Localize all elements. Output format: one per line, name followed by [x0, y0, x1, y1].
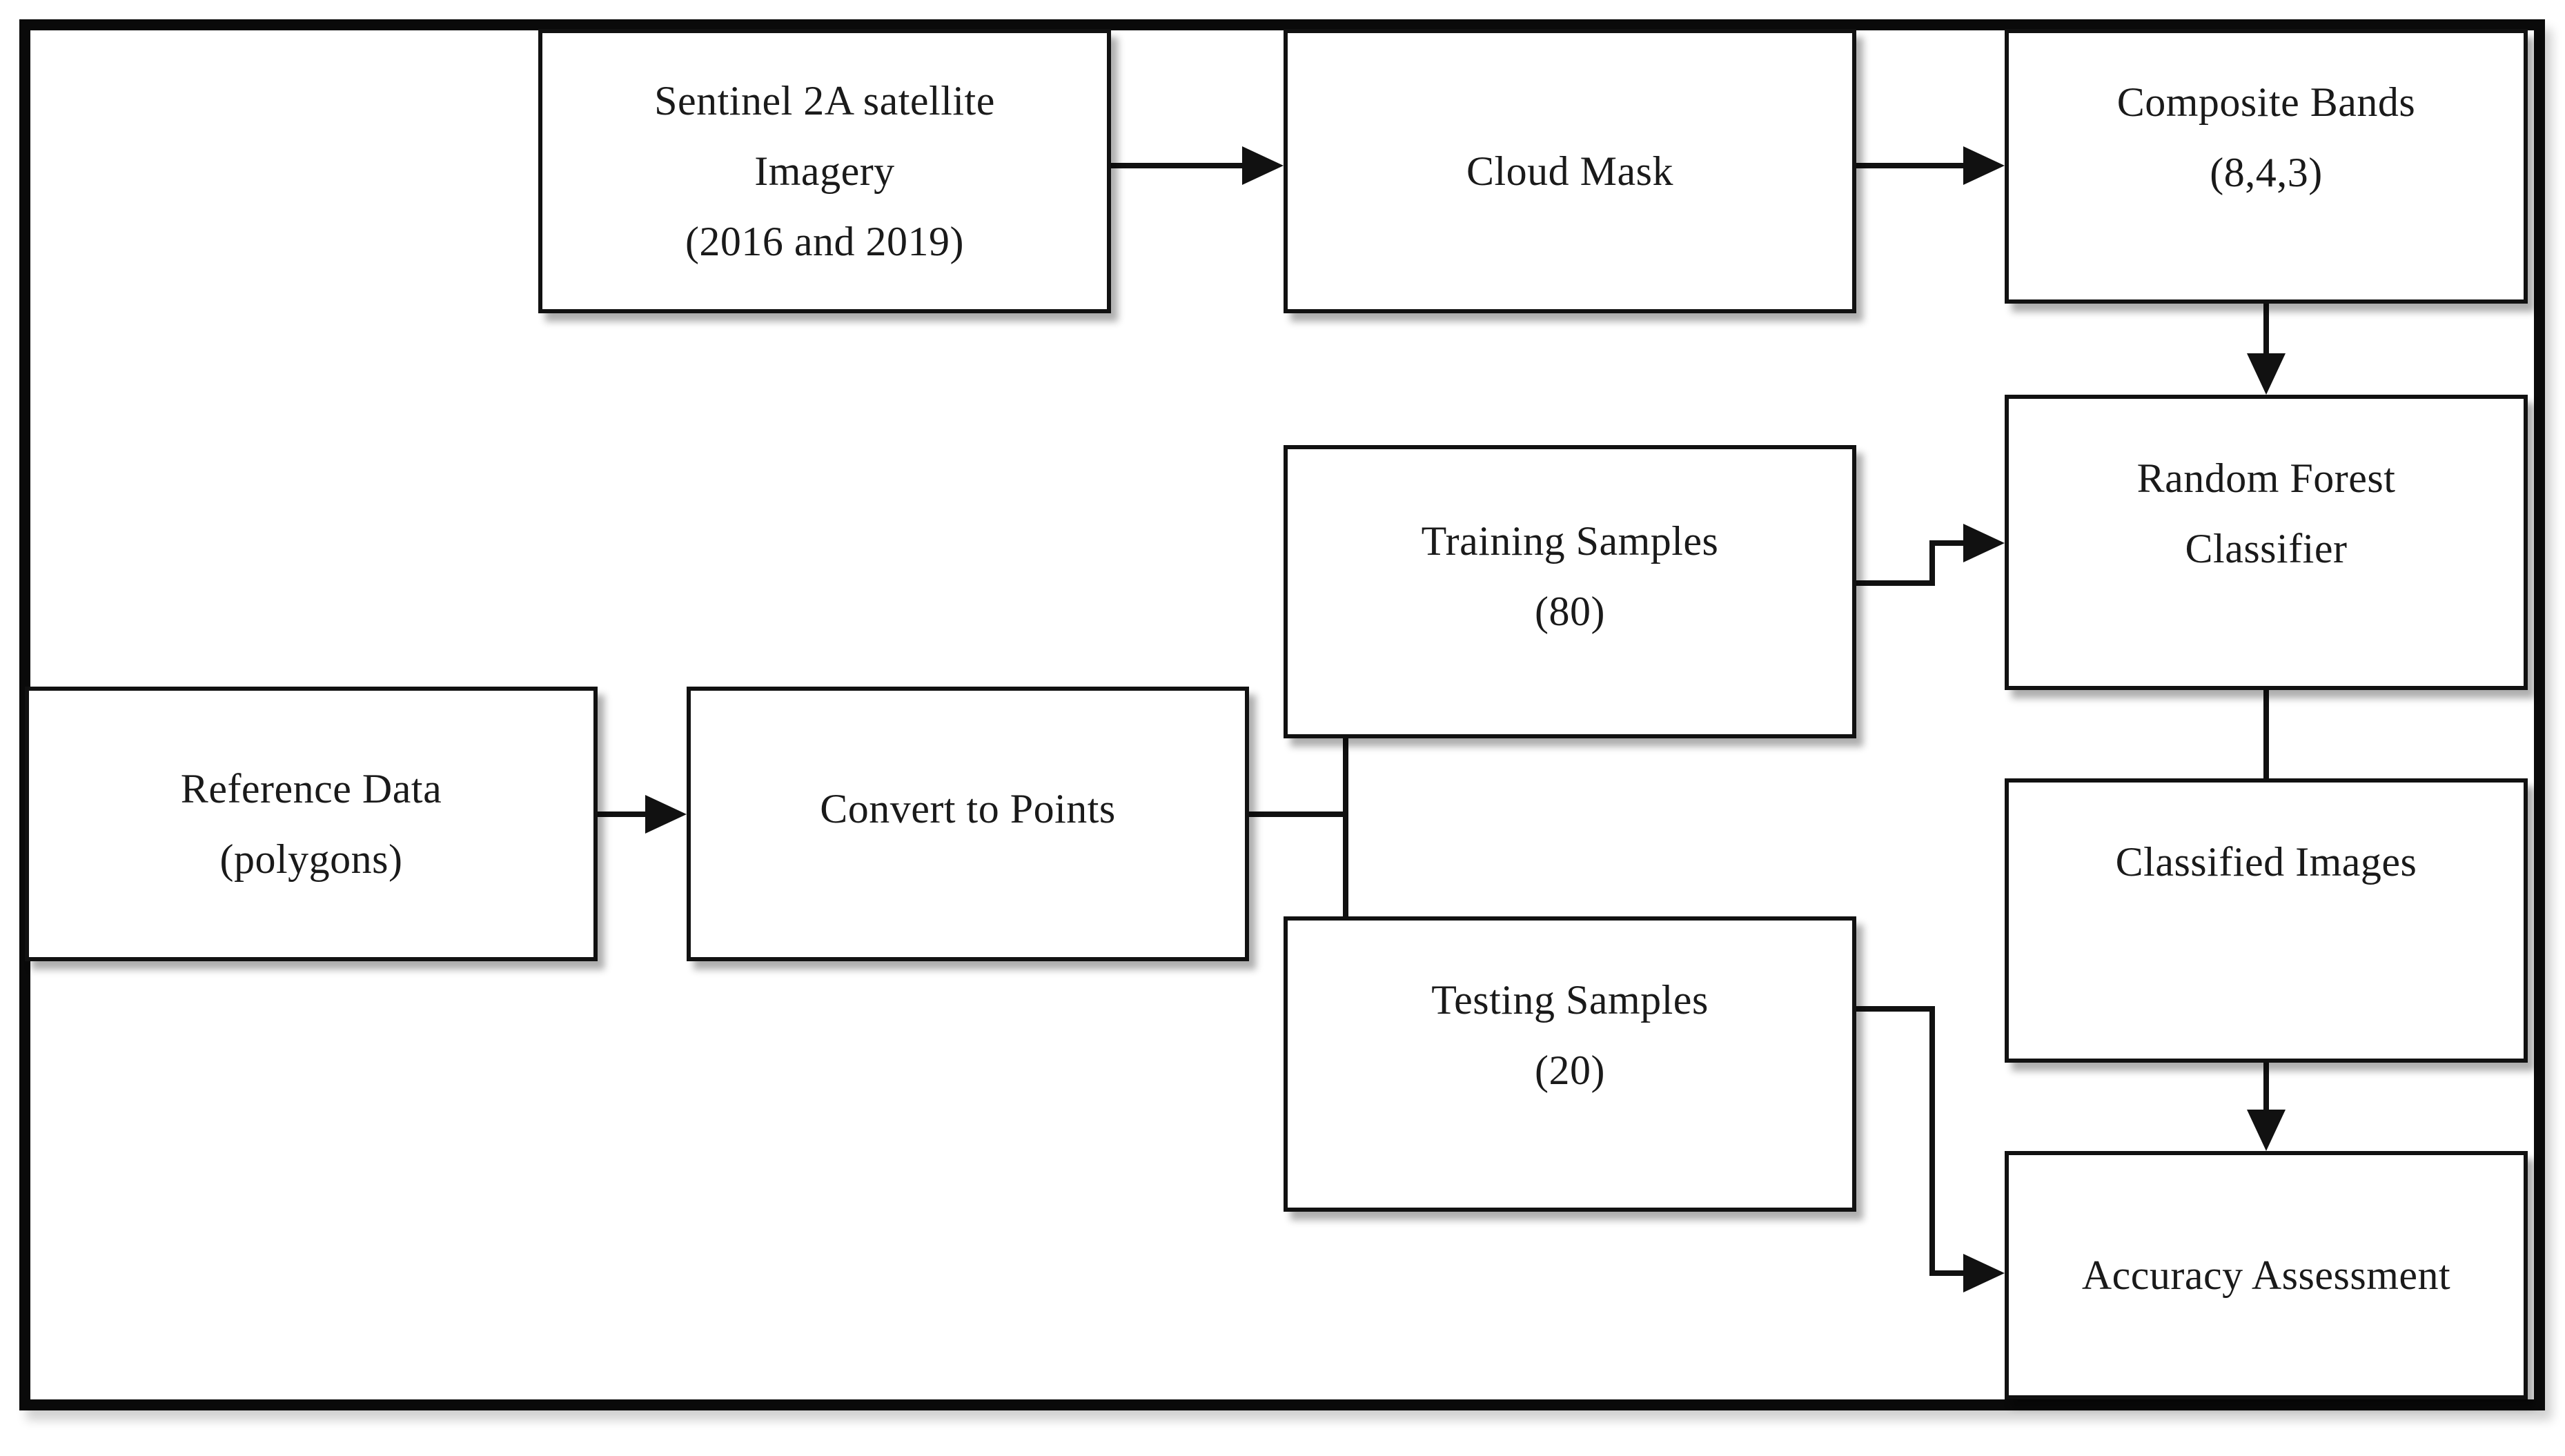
node-training-samples: Training Samples (80): [1284, 445, 1856, 738]
connector-reference-to-convert: [595, 811, 652, 817]
node-sentinel-imagery: Sentinel 2A satellite Imagery (2016 and …: [538, 29, 1111, 313]
node-classified-images-label: Classified Images: [2115, 839, 2417, 885]
node-composite-bands-label: Composite Bands (8,4,3): [2116, 79, 2416, 195]
node-accuracy-assessment-label: Accuracy Assessment: [2081, 1252, 2451, 1298]
node-training-samples-label: Training Samples (80): [1421, 518, 1719, 634]
arrowhead-randomforest-left: [1963, 524, 2005, 562]
node-sentinel-imagery-label: Sentinel 2A satellite Imagery (2016 and …: [654, 78, 995, 264]
connector-testing-elbow-v: [1929, 1006, 1935, 1276]
connector-randomforest-to-classified: [2263, 687, 2269, 784]
connector-training-elbow-v: [1929, 540, 1935, 586]
node-cloud-mask: Cloud Mask: [1284, 29, 1856, 313]
arrowhead-convert: [645, 795, 687, 834]
node-reference-data: Reference Data (polygons): [25, 687, 598, 961]
node-composite-bands: Composite Bands (8,4,3): [2005, 29, 2528, 304]
connector-sentinel-to-cloudmask: [1111, 163, 1249, 168]
node-testing-samples: Testing Samples (20): [1284, 916, 1856, 1212]
connector-testing-elbow-h1: [1854, 1006, 1935, 1012]
connector-testing-elbow-h2: [1929, 1270, 1971, 1276]
connector-training-elbow-h2: [1929, 540, 1971, 546]
arrowhead-accuracy-left: [1963, 1254, 2005, 1292]
node-random-forest-classifier-label: Random Forest Classifier: [2136, 455, 2396, 571]
connector-classified-to-accuracy: [2263, 1060, 2269, 1116]
node-convert-to-points-label: Convert to Points: [820, 785, 1116, 832]
arrowhead-randomforest-top: [2247, 353, 2286, 395]
arrowhead-cloudmask: [1242, 146, 1284, 185]
connector-convert-to-junction: [1246, 811, 1348, 817]
connector-junction-training-testing: [1343, 736, 1348, 919]
node-classified-images: Classified Images: [2005, 778, 2528, 1063]
arrowhead-accuracy-top: [2247, 1110, 2286, 1151]
arrowhead-composite: [1963, 146, 2005, 185]
node-accuracy-assessment: Accuracy Assessment: [2005, 1151, 2528, 1399]
connector-composite-to-randomforest: [2263, 302, 2269, 360]
node-testing-samples-label: Testing Samples (20): [1431, 976, 1709, 1093]
connector-cloudmask-to-composite: [1856, 163, 1970, 168]
connector-training-elbow-h1: [1854, 580, 1935, 586]
node-cloud-mask-label: Cloud Mask: [1466, 148, 1674, 194]
node-random-forest-classifier: Random Forest Classifier: [2005, 395, 2528, 690]
node-convert-to-points: Convert to Points: [687, 687, 1249, 961]
node-reference-data-label: Reference Data (polygons): [180, 766, 442, 882]
